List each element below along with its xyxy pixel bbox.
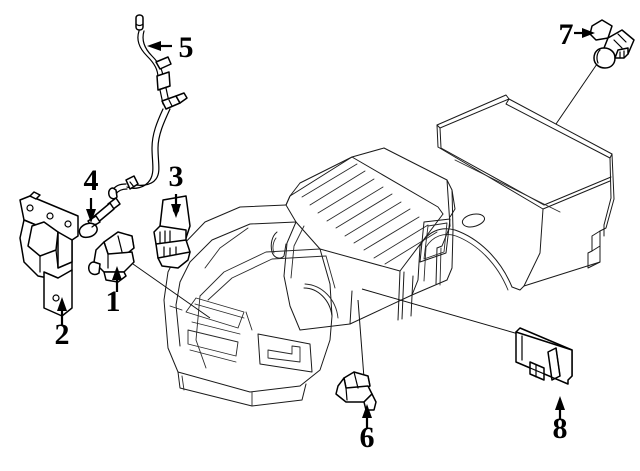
part-5-wiring-harness xyxy=(108,14,188,200)
callout-2-arrow-head xyxy=(57,297,67,311)
callout-7-arrow-head xyxy=(582,28,595,38)
leader-line-6 xyxy=(357,299,365,379)
leader-line-8 xyxy=(361,288,523,336)
part-7-rear-camera xyxy=(589,19,635,69)
callout-4-arrow-head xyxy=(86,209,96,223)
callout-3-label: 3 xyxy=(169,160,184,193)
callout-7-label: 7 xyxy=(559,18,574,51)
truck-illustration xyxy=(163,94,615,407)
callout-6-arrow-head xyxy=(362,404,372,418)
callout-8-arrow-head xyxy=(555,396,565,410)
truck-front-end xyxy=(163,204,339,407)
callout-1-label: 1 xyxy=(106,285,121,318)
leader-lines xyxy=(132,63,598,379)
part-2-sensor-bracket xyxy=(19,191,79,317)
part-3-retainer-clip xyxy=(153,195,191,269)
callout-7[interactable]: 7 xyxy=(559,18,596,51)
part-1-front-sensor xyxy=(88,231,135,283)
callout-2-label: 2 xyxy=(55,318,70,351)
callout-6-label: 6 xyxy=(360,421,375,454)
callout-8-label: 8 xyxy=(553,412,568,445)
callout-1[interactable]: 1 xyxy=(106,266,123,318)
truck-bed xyxy=(349,94,615,325)
truck-cab xyxy=(270,147,485,331)
callout-5-label: 5 xyxy=(179,31,194,64)
callouts: 1 2 3 4 xyxy=(55,18,596,454)
part-6-rear-sensor xyxy=(335,371,377,411)
callout-4-label: 4 xyxy=(84,164,99,197)
callout-3-arrow-head xyxy=(171,204,181,218)
callout-1-arrow-head xyxy=(112,266,122,280)
callout-2[interactable]: 2 xyxy=(55,297,70,351)
callout-6[interactable]: 6 xyxy=(360,404,375,454)
part-8-control-module xyxy=(515,327,573,385)
leader-line-7 xyxy=(555,63,598,125)
part-4-mounting-bolt xyxy=(78,197,121,239)
callout-4[interactable]: 4 xyxy=(84,164,99,223)
callout-5-arrow-head xyxy=(147,41,161,51)
leader-line-1 xyxy=(132,263,211,319)
callout-3[interactable]: 3 xyxy=(169,160,184,218)
callout-5[interactable]: 5 xyxy=(147,31,194,64)
callout-8[interactable]: 8 xyxy=(553,396,568,445)
